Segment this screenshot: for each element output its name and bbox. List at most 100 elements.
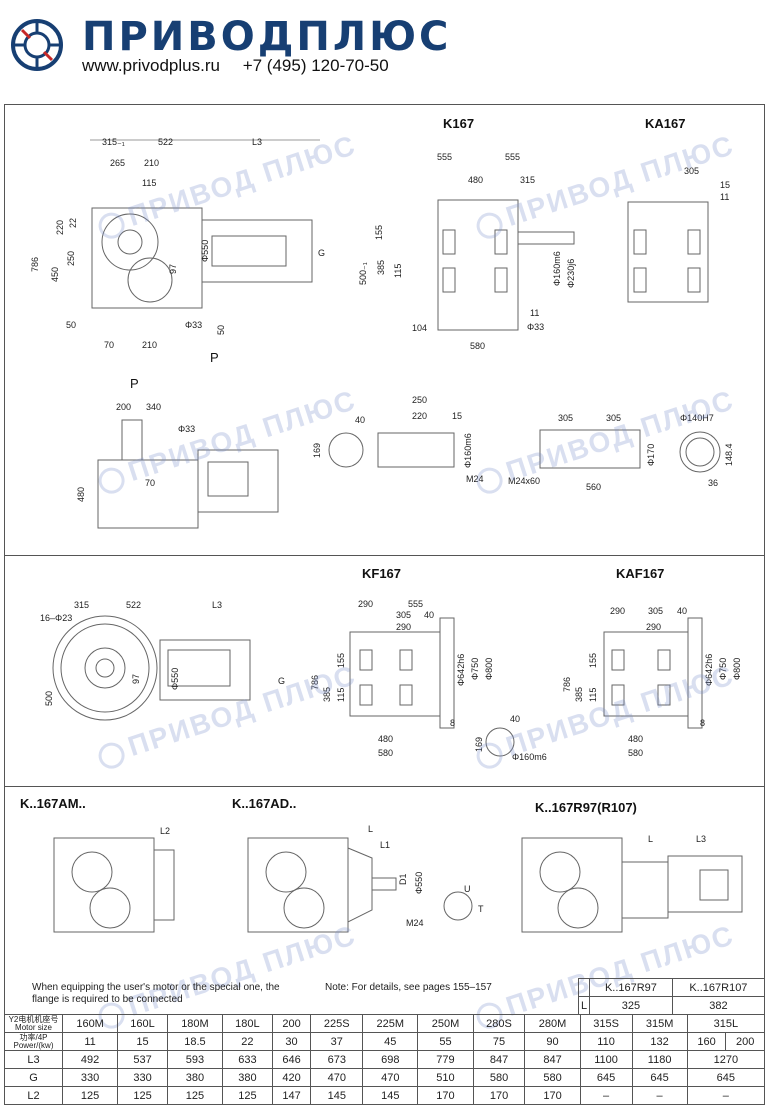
dim-label: 290 [358, 599, 374, 609]
dim-label: 22 [68, 217, 78, 228]
dim-label: 305 [396, 610, 412, 620]
table-cell: 160L [117, 1014, 168, 1033]
table-cell: 55 [417, 1032, 474, 1051]
dim-label: L3 [212, 600, 223, 610]
table-cell: 1100 [579, 1050, 633, 1069]
table-cell: L [577, 996, 591, 1015]
table-cell: 315L [686, 1014, 766, 1033]
dim-label: Φ550 [170, 667, 180, 690]
dim-label: 480 [468, 175, 484, 185]
dim-label: Φ550 [414, 871, 424, 894]
table-cell: 37 [310, 1032, 364, 1051]
label-p: P [210, 350, 219, 365]
dim-label: 210 [142, 340, 158, 350]
label-p: P [130, 376, 139, 391]
dim-label: 148.4 [724, 443, 734, 466]
dim-label: M24x60 [508, 476, 541, 486]
dim-label: 480 [76, 486, 86, 502]
dim-label: 97 [131, 673, 141, 684]
table-row: G 330 330 380 380 420 470 470 510 580 58… [4, 1068, 766, 1087]
dim-label: 450 [50, 266, 60, 282]
dim-label: L [648, 834, 654, 844]
table-cell: 160 [686, 1032, 727, 1051]
table-cell: 698 [362, 1050, 419, 1069]
label-k167: K167 [443, 116, 475, 131]
table-cell: 315S [579, 1014, 633, 1033]
table-cell: 11 [61, 1032, 119, 1051]
table-cell: 45 [362, 1032, 419, 1051]
dim-label: 265 [110, 158, 126, 168]
dim-label: 200 [116, 402, 132, 412]
dim-label: 555 [437, 152, 453, 162]
label-ka167: KA167 [645, 116, 686, 131]
table-cell: 420 [271, 1068, 312, 1087]
dim-label: 40 [677, 606, 688, 616]
details-note: Note: For details, see pages 155–157 [325, 982, 492, 993]
table-cell: 160M [61, 1014, 119, 1033]
l-dimension-table: K..167R97 K..167R107 L 325 382 [577, 978, 766, 1015]
table-cell: 510 [417, 1068, 474, 1087]
dim-label: 305 [606, 413, 622, 423]
table-cell: 325 [589, 996, 673, 1015]
table-cell: 492 [61, 1050, 119, 1069]
dim-label: 97 [168, 263, 178, 274]
dim-label: 315₋₁ [102, 137, 125, 147]
label-k167am: K..167AM.. [20, 796, 86, 811]
dim-label: 11 [530, 308, 540, 318]
row-label-l2: L2 [4, 1086, 63, 1105]
table-cell: 646 [271, 1050, 312, 1069]
dim-label: Φ160m6 [463, 433, 473, 468]
table-cell: 847 [524, 1050, 581, 1069]
table-cell: 145 [362, 1086, 419, 1105]
table-cell: 380 [166, 1068, 224, 1087]
label-kf167: KF167 [362, 566, 402, 581]
dim-label: 220 [55, 219, 65, 235]
table-cell: 145 [310, 1086, 364, 1105]
table-cell: 18.5 [166, 1032, 224, 1051]
table-cell: 330 [61, 1068, 119, 1087]
dim-label: 104 [412, 323, 428, 333]
table-cell: 633 [222, 1050, 273, 1069]
table-cell: 580 [472, 1068, 526, 1087]
dim-label: 580 [378, 748, 394, 758]
dim-label: Φ170 [646, 443, 656, 466]
dim-label: 522 [158, 137, 174, 147]
website-link[interactable]: www.privodplus.ru [82, 56, 220, 75]
dim-label: 115 [142, 178, 157, 188]
motor-shape [201, 219, 313, 283]
table-cell: 673 [310, 1050, 364, 1069]
table-cell: 1180 [631, 1050, 688, 1069]
table-cell: 645 [579, 1068, 633, 1087]
table-cell: 580 [524, 1068, 581, 1087]
dim-label: 70 [104, 340, 115, 350]
row-label-l3: L3 [4, 1050, 63, 1069]
table-cell [577, 978, 591, 997]
dim-label: Φ230j6 [566, 258, 576, 288]
dim-label: 155 [588, 652, 598, 668]
dim-label: 500 [44, 690, 54, 706]
table-cell: 1270 [686, 1050, 766, 1069]
table-cell: 200 [725, 1032, 765, 1051]
table-cell: 15 [117, 1032, 168, 1051]
table-cell: – [686, 1086, 766, 1105]
dim-label: 522 [126, 600, 142, 610]
dim-label: 40 [424, 610, 435, 620]
dim-label: 786 [562, 676, 572, 692]
table-cell: 225M [362, 1014, 419, 1033]
dim-label: 305 [648, 606, 664, 616]
table-cell: 125 [117, 1086, 168, 1105]
dim-label: Φ160m6 [552, 251, 562, 286]
dim-label: 580 [628, 748, 644, 758]
dim-label: 40 [355, 415, 366, 425]
table-cell: 280M [524, 1014, 581, 1033]
dim-label: 115 [588, 687, 598, 702]
table-row: Y2电机机座号 Motor size 160M 160L 180M 180L 2… [4, 1014, 766, 1033]
table-cell: 170 [524, 1086, 581, 1105]
row-label-motor: Y2电机机座号 Motor size [4, 1014, 63, 1033]
dim-label: 8 [450, 718, 456, 728]
table-cell: 132 [631, 1032, 688, 1051]
dim-label: 210 [144, 158, 160, 168]
table-cell: 125 [222, 1086, 273, 1105]
row-label-power: 功率/4P Power/(kw) [4, 1032, 63, 1051]
table-cell: 75 [472, 1032, 526, 1051]
